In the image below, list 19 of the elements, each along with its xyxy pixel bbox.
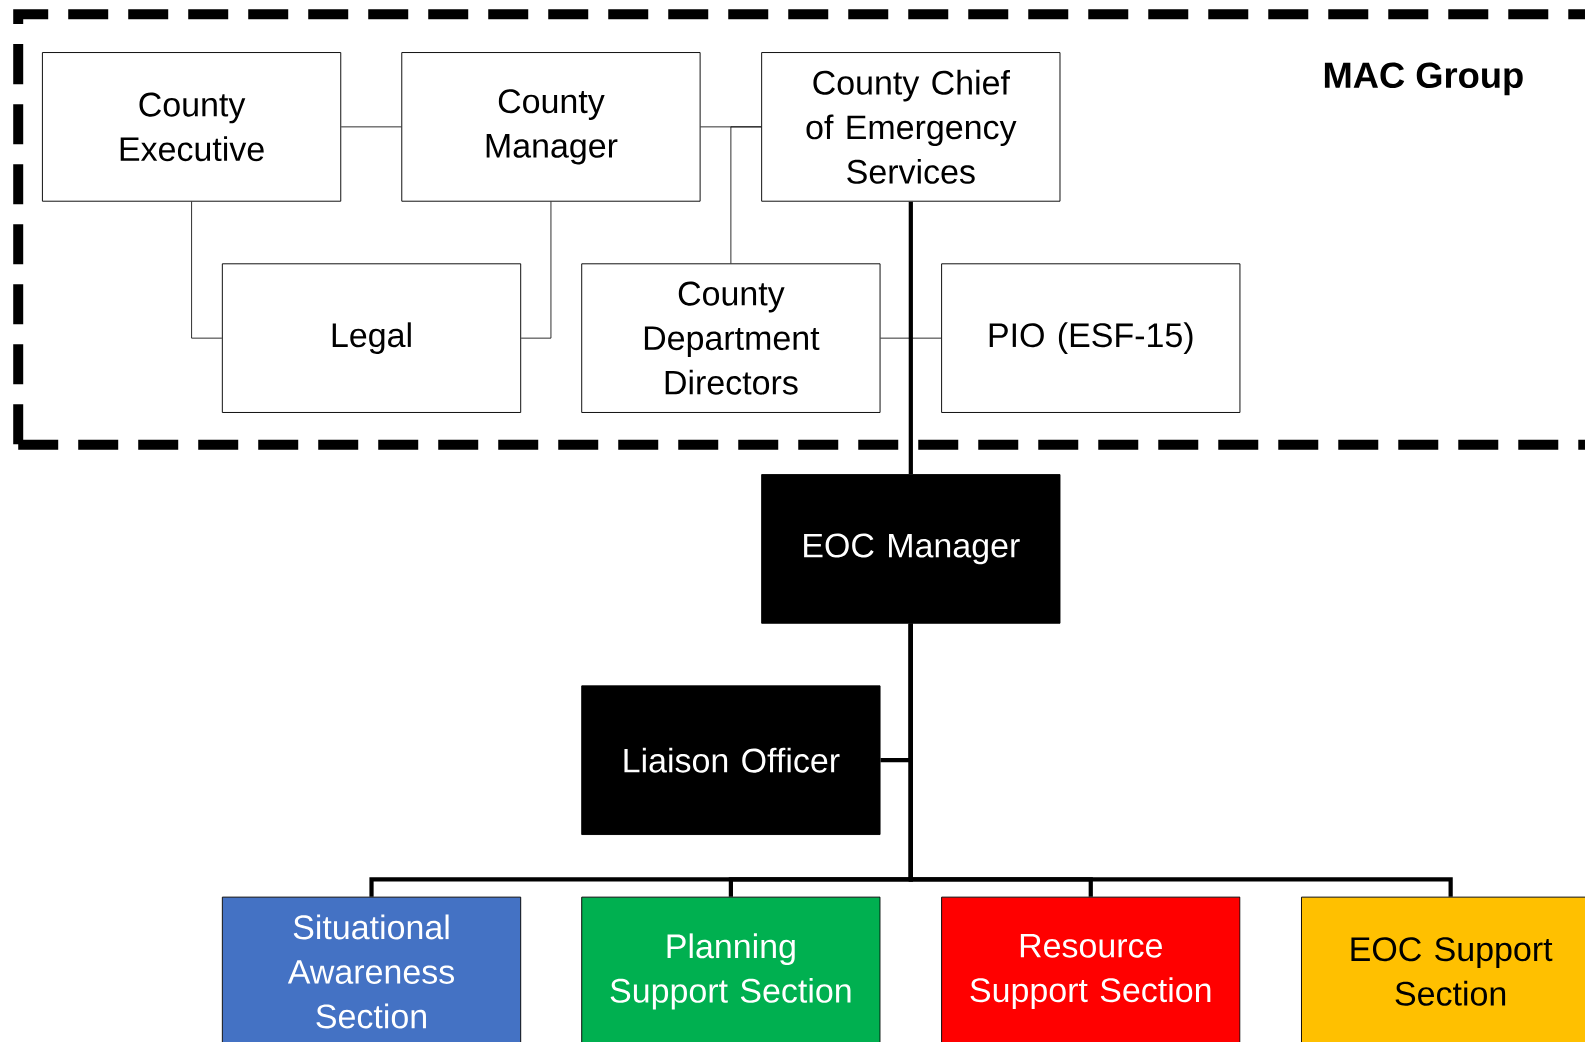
role-box: EOC Support Section xyxy=(1301,896,1585,1042)
role-box: EOC Manager xyxy=(761,474,1061,624)
role-box: Resource Support Section xyxy=(941,896,1241,1042)
role-box: Situational Awareness Section xyxy=(221,896,522,1042)
role-box: County Executive xyxy=(41,52,342,202)
connector-line xyxy=(520,201,552,339)
connector-line xyxy=(908,201,913,475)
role-box: County Manager xyxy=(401,52,701,202)
role-box: Liaison Officer xyxy=(581,685,881,835)
connector-line xyxy=(730,126,762,264)
connector-line xyxy=(908,623,1453,897)
role-box: PIO (ESF-15) xyxy=(941,263,1241,413)
connector-line xyxy=(191,201,223,339)
connector-line xyxy=(880,337,942,339)
role-box: County Department Directors xyxy=(581,263,881,413)
role-box: Planning Support Section xyxy=(581,896,881,1042)
connector-line xyxy=(340,126,402,128)
role-box: County Chief of Emergency Services xyxy=(761,52,1061,202)
role-box: Legal xyxy=(221,263,522,413)
